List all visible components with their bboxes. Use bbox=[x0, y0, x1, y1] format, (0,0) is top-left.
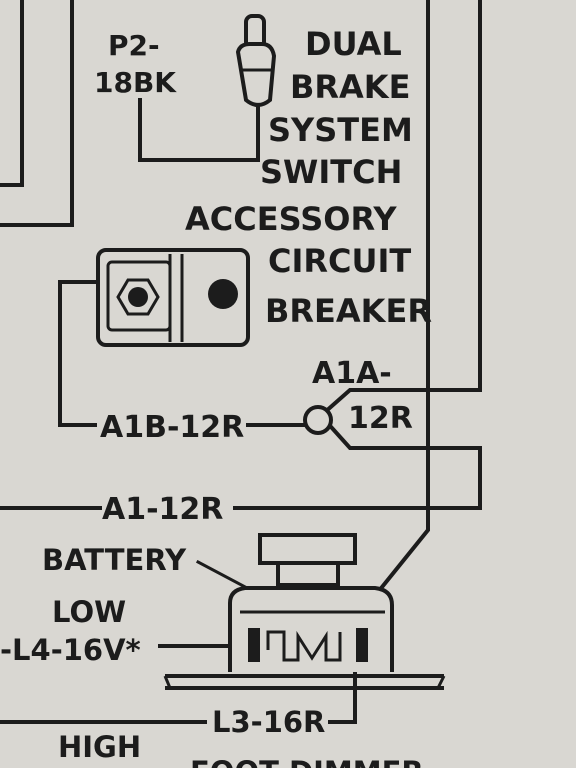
label-p2: P2- bbox=[108, 29, 160, 62]
brake-switch-icon bbox=[235, 14, 277, 107]
junction-terminal bbox=[303, 405, 333, 435]
label-foot-dimmer: FOOT DIMMER bbox=[190, 755, 424, 768]
label-a1-12r: A1-12R bbox=[102, 492, 223, 527]
label-l4-16v: -L4-16V* bbox=[0, 633, 141, 667]
label-battery: BATTERY bbox=[42, 543, 187, 577]
wires bbox=[0, 0, 482, 724]
label-breaker: BREAKER bbox=[265, 292, 432, 330]
label-low: LOW bbox=[52, 595, 126, 629]
label-a1a: A1A- bbox=[312, 356, 392, 391]
a1a-12r-wire-lower bbox=[233, 425, 482, 510]
label-l3-16r: L3-16R bbox=[212, 705, 325, 739]
label-dual: DUAL bbox=[305, 25, 402, 63]
label-switch: SWITCH bbox=[260, 153, 402, 191]
upper-left-box-wire bbox=[0, 0, 24, 187]
label-accessory: ACCESSORY bbox=[185, 200, 397, 238]
circuit-breaker-icon bbox=[96, 248, 250, 347]
a1a-12r-wire-upper bbox=[322, 0, 482, 415]
label-18bk: 18BK bbox=[94, 66, 177, 99]
label-brake: BRAKE bbox=[290, 68, 410, 106]
label-12r: 12R bbox=[348, 401, 413, 436]
label-high: HIGH bbox=[58, 730, 141, 764]
a1b-12r-wire-loop bbox=[58, 280, 97, 427]
p2-18bk-wire bbox=[138, 98, 260, 162]
outer-left-box-wire bbox=[0, 0, 74, 227]
label-system: SYSTEM bbox=[268, 111, 413, 149]
label-circuit: CIRCUIT bbox=[268, 242, 411, 280]
label-a1b-12r: A1B-12R bbox=[100, 410, 244, 445]
foot-dimmer-icon bbox=[163, 533, 446, 690]
battery-feed-wire bbox=[375, 0, 430, 595]
